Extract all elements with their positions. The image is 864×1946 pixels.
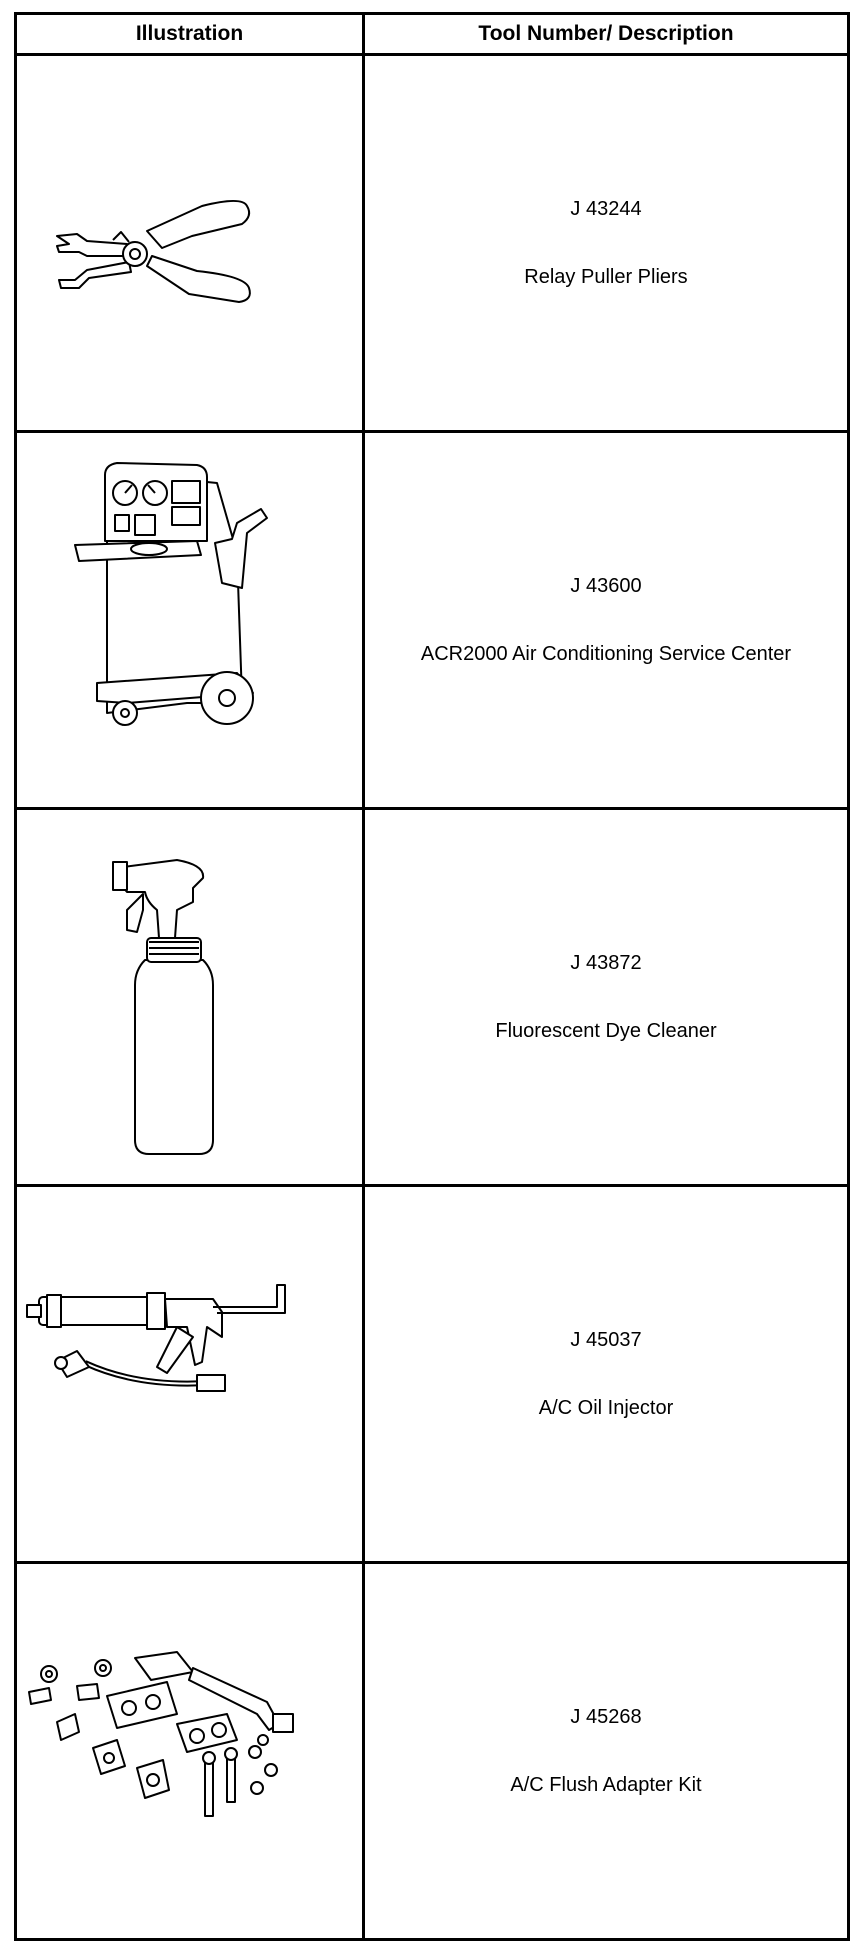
tool-description: A/C Oil Injector — [538, 1396, 674, 1419]
illustration-cell — [14, 1184, 365, 1564]
tool-description: ACR2000 Air Conditioning Service Center — [420, 642, 792, 665]
flush-adapter-kit-icon — [17, 1564, 362, 1938]
tool-description: A/C Flush Adapter Kit — [510, 1773, 702, 1796]
tool-number: J 43244 — [570, 197, 642, 220]
tool-row: J 43600 ACR2000 Air Conditioning Service… — [14, 430, 850, 810]
spray-bottle-icon — [17, 810, 362, 1184]
tool-number: J 43600 — [570, 574, 642, 597]
description-cell: J 43872 Fluorescent Dye Cleaner — [362, 807, 850, 1187]
description-cell: J 45037 A/C Oil Injector — [362, 1184, 850, 1564]
relay-puller-pliers-icon — [17, 56, 362, 430]
illustration-cell — [14, 53, 365, 433]
tool-row: J 43244 Relay Puller Pliers — [14, 53, 850, 433]
illustration-cell — [14, 807, 365, 1187]
illustration-header: Illustration — [14, 12, 365, 56]
tool-row: J 43872 Fluorescent Dye Cleaner — [14, 807, 850, 1187]
description-cell: J 43244 Relay Puller Pliers — [362, 53, 850, 433]
tool-number: J 45268 — [570, 1705, 642, 1728]
description-cell: J 45268 A/C Flush Adapter Kit — [362, 1561, 850, 1941]
oil-injector-icon — [17, 1187, 362, 1561]
tool-row: J 45268 A/C Flush Adapter Kit — [14, 1561, 850, 1941]
tool-row: J 45037 A/C Oil Injector — [14, 1184, 850, 1564]
tool-description: Fluorescent Dye Cleaner — [495, 1019, 717, 1042]
description-cell: J 43600 ACR2000 Air Conditioning Service… — [362, 430, 850, 810]
ac-service-center-icon — [17, 433, 362, 807]
tool-number: J 43872 — [570, 951, 642, 974]
header-row: Illustration Tool Number/ Description — [14, 12, 850, 56]
tool-number: J 45037 — [570, 1328, 642, 1351]
illustration-cell — [14, 1561, 365, 1941]
tool-table: Illustration Tool Number/ Description — [14, 12, 850, 1941]
tool-description: Relay Puller Pliers — [524, 265, 688, 288]
illustration-cell — [14, 430, 365, 810]
tool-number-header: Tool Number/ Description — [362, 12, 850, 56]
